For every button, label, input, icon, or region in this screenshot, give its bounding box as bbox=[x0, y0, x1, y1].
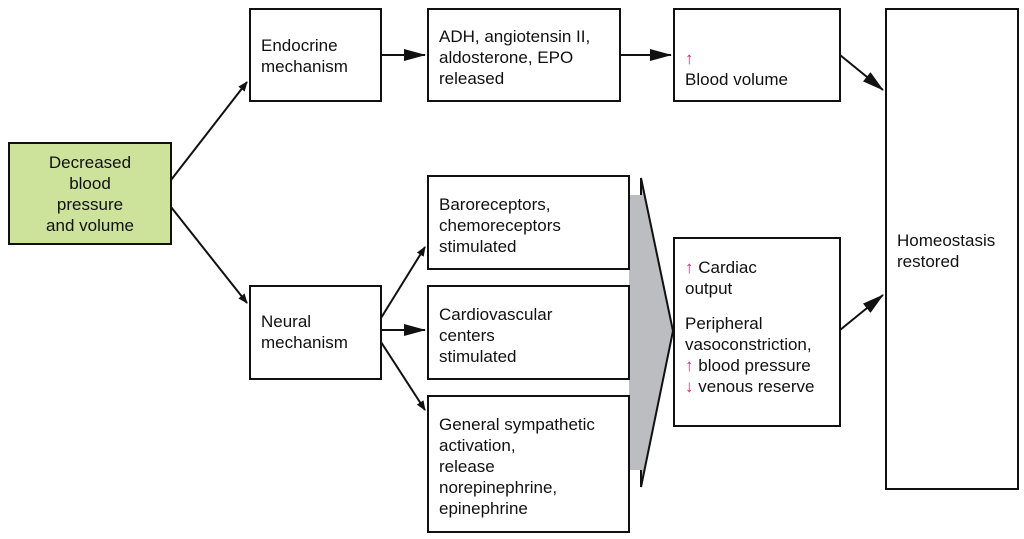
endocrine-mechanism-box: Endocrine mechanism bbox=[249, 8, 382, 102]
cardiac-output-text: Cardiac bbox=[698, 258, 757, 277]
increase-arrow-icon: ↑ bbox=[685, 258, 694, 277]
hormones-released-box: ADH, angiotensin II, aldosterone, EPO re… bbox=[427, 8, 621, 102]
increase-arrow-icon: ↑ bbox=[685, 49, 694, 68]
increase-arrow-icon: ↑ bbox=[685, 356, 694, 375]
arrow-effects-to-homeostasis bbox=[839, 294, 884, 331]
arrow-to-baroreceptors bbox=[380, 246, 426, 319]
vasoconstriction-text: vasoconstriction, bbox=[685, 335, 812, 354]
arrow-to-sympathetic bbox=[380, 341, 426, 411]
arrow-to-neural bbox=[170, 206, 248, 304]
sympathetic-activation-box: General sympathetic activation, release … bbox=[427, 395, 630, 533]
blood-volume-text: Blood volume bbox=[685, 70, 789, 89]
baroreceptors-box: Baroreceptors, chemoreceptors stimulated bbox=[427, 175, 630, 270]
cardiovascular-centers-box: Cardiovascular centers stimulated bbox=[427, 285, 630, 380]
effects-box: ↑ Cardiac output Peripheral vasoconstric… bbox=[673, 237, 841, 427]
convergence-wedge bbox=[629, 178, 673, 487]
homeostasis-restored-box: Homeostasis restored bbox=[885, 8, 1019, 490]
blood-pressure-text: blood pressure bbox=[698, 356, 811, 375]
neural-mechanism-box: Neural mechanism bbox=[249, 285, 382, 380]
decrease-arrow-icon: ↓ bbox=[685, 377, 694, 396]
blood-volume-box: ↑ Blood volume bbox=[673, 8, 841, 102]
arrow-blood-volume-to-homeostasis bbox=[839, 54, 884, 91]
decreased-bp-box: Decreased blood pressure and volume bbox=[8, 142, 172, 245]
venous-reserve-text: venous reserve bbox=[698, 377, 815, 396]
peripheral-text: Peripheral bbox=[685, 314, 763, 333]
arrow-to-endocrine bbox=[170, 81, 248, 181]
cardiac-output-text-2: output bbox=[685, 279, 733, 298]
